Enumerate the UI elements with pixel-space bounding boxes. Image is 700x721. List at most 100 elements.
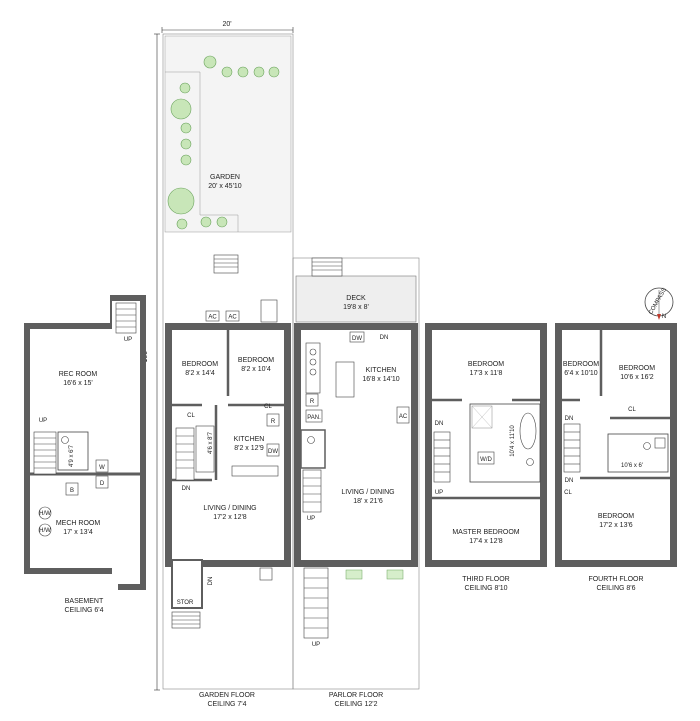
gf-kitchen-name: KITCHEN xyxy=(234,436,265,443)
ff-bedroom3-name: BEDROOM xyxy=(598,513,634,520)
deck-size: 19'8 x 8' xyxy=(343,304,369,311)
basement-stairs xyxy=(33,302,137,475)
tree-icon xyxy=(216,216,228,228)
svg-text:W/D: W/D xyxy=(480,457,492,463)
boiler-icon xyxy=(65,482,79,496)
svg-text:CL: CL xyxy=(628,407,636,413)
svg-text:UP: UP xyxy=(307,516,315,522)
width-label: 20' xyxy=(222,21,231,28)
garden-floor: AC AC BEDROOM 8'2 x 14'4 BEDROOM 8'2 x 1… xyxy=(165,299,291,708)
third-floor: BEDROOM 17'3 x 11'8 10'4 x 11'10 W/D DN … xyxy=(425,323,547,592)
dryer-icon xyxy=(95,475,109,489)
parlor-kitchen-size: 16'8 x 14'10 xyxy=(362,376,399,383)
burner-icon xyxy=(309,368,317,376)
svg-text:DN: DN xyxy=(565,478,574,484)
svg-text:B: B xyxy=(70,488,74,494)
svg-text:R: R xyxy=(310,399,315,405)
svg-text:W: W xyxy=(99,465,105,471)
svg-text:UP: UP xyxy=(435,490,443,496)
gf-living-size: 17'2 x 12'8 xyxy=(213,514,247,521)
basement-up-label: UP xyxy=(39,418,47,424)
gf-caption: GARDEN FLOOR xyxy=(199,692,255,699)
svg-text:CL: CL xyxy=(187,413,195,419)
rec-room-name: REC ROOM xyxy=(59,371,98,378)
tree-icon xyxy=(180,154,192,166)
svg-text:DN: DN xyxy=(435,421,444,427)
gf-bedroom1-size: 8'2 x 14'4 xyxy=(185,370,215,377)
svg-text:UP: UP xyxy=(312,642,320,648)
ff-bedroom1-size: 6'4 x 10'10 xyxy=(564,370,598,377)
svg-text:CL: CL xyxy=(564,490,572,496)
ff-ceiling: CEILING 8'6 xyxy=(596,585,635,592)
parlor-stoop xyxy=(303,567,329,639)
mech-room-name: MECH ROOM xyxy=(56,520,101,527)
ff-bedroom1-name: BEDROOM xyxy=(563,361,599,368)
compass-north: N xyxy=(662,314,666,320)
tree-icon xyxy=(176,218,188,230)
tree-icon xyxy=(180,122,192,134)
svg-text:DN: DN xyxy=(182,486,191,492)
gf-kitchen-size: 8'2 x 12'9 xyxy=(234,445,264,452)
garden-size: 20' x 45'10 xyxy=(208,183,242,190)
parlor-living-size: 18' x 21'6 xyxy=(353,498,383,505)
gf-stairs xyxy=(175,427,195,481)
svg-text:D: D xyxy=(100,481,105,487)
parlor-living-name: LIVING / DINING xyxy=(341,489,394,496)
svg-text:CL: CL xyxy=(264,404,272,410)
tree-icon xyxy=(167,187,195,215)
mech-room-size: 17' x 13'4 xyxy=(63,529,93,536)
parlor-powder-room xyxy=(300,429,326,469)
compass-icon: COMPASS N xyxy=(644,287,674,320)
planter-icon xyxy=(386,569,404,580)
garden-name: GARDEN xyxy=(210,174,240,181)
bathtub-icon xyxy=(519,412,537,450)
basement-ceiling: CEILING 6'4 xyxy=(64,607,103,614)
gf-living-name: LIVING / DINING xyxy=(203,505,256,512)
deck xyxy=(295,275,417,323)
garden: GARDEN 20' x 45'10 xyxy=(164,35,292,274)
svg-text:DN: DN xyxy=(380,335,389,341)
ff-bath-size: 10'6 x 6' xyxy=(621,463,643,469)
parlor-floor: DECK 19'8 x 8' DN DW KITCHEN 16'8 x 14'1… xyxy=(294,257,418,708)
sink-icon xyxy=(654,437,666,449)
rec-room-size: 16'6 x 15' xyxy=(63,380,93,387)
gf-kitchen-island xyxy=(231,465,279,477)
garden-trees xyxy=(167,55,280,230)
parlor-ceiling: CEILING 12'2 xyxy=(335,701,378,708)
fourth-floor: BEDROOM 6'4 x 10'10 BEDROOM 10'6 x 16'2 … xyxy=(555,323,677,592)
svg-text:DW: DW xyxy=(268,449,278,455)
tree-icon xyxy=(221,66,233,78)
ff-bedroom3-size: 17'2 x 13'6 xyxy=(599,522,633,529)
basement-bath-size: 4'9 x 6'7 xyxy=(69,444,75,467)
water-heater-icon xyxy=(38,523,52,537)
tf-master-size: 17'4 x 12'8 xyxy=(469,538,503,545)
burner-icon xyxy=(309,348,317,356)
tree-icon xyxy=(253,66,265,78)
tf-ceiling: CEILING 8'10 xyxy=(465,585,508,592)
svg-text:STOR: STOR xyxy=(177,600,194,606)
basement-caption: BASEMENT xyxy=(65,598,104,605)
ff-caption: FOURTH FLOOR xyxy=(588,576,643,583)
basement-floor: REC ROOM 16'6 x 15' MECH ROOM 17' x 13'4… xyxy=(24,295,146,614)
toilet-icon xyxy=(643,442,651,450)
svg-text:R: R xyxy=(271,419,276,425)
planter-icon xyxy=(345,569,363,580)
tf-stairs xyxy=(433,431,451,483)
deck-name: DECK xyxy=(346,295,366,302)
lot-outline-parlor xyxy=(292,257,420,690)
burner-icon xyxy=(309,358,317,366)
toilet-icon xyxy=(526,458,534,466)
svg-text:H/W: H/W xyxy=(39,528,51,534)
gf-bedroom2-name: BEDROOM xyxy=(238,357,274,364)
tree-icon xyxy=(179,82,191,94)
svg-text:AC: AC xyxy=(399,414,408,420)
svg-text:AC: AC xyxy=(228,315,237,321)
parlor-cooktop xyxy=(305,342,321,394)
svg-text:PAN.: PAN. xyxy=(307,415,321,421)
ff-bedroom2-size: 10'6 x 16'2 xyxy=(620,374,654,381)
svg-text:DN: DN xyxy=(208,577,214,586)
toilet-icon xyxy=(61,436,69,444)
svg-text:H/W: H/W xyxy=(39,511,51,517)
tree-icon xyxy=(180,138,192,150)
